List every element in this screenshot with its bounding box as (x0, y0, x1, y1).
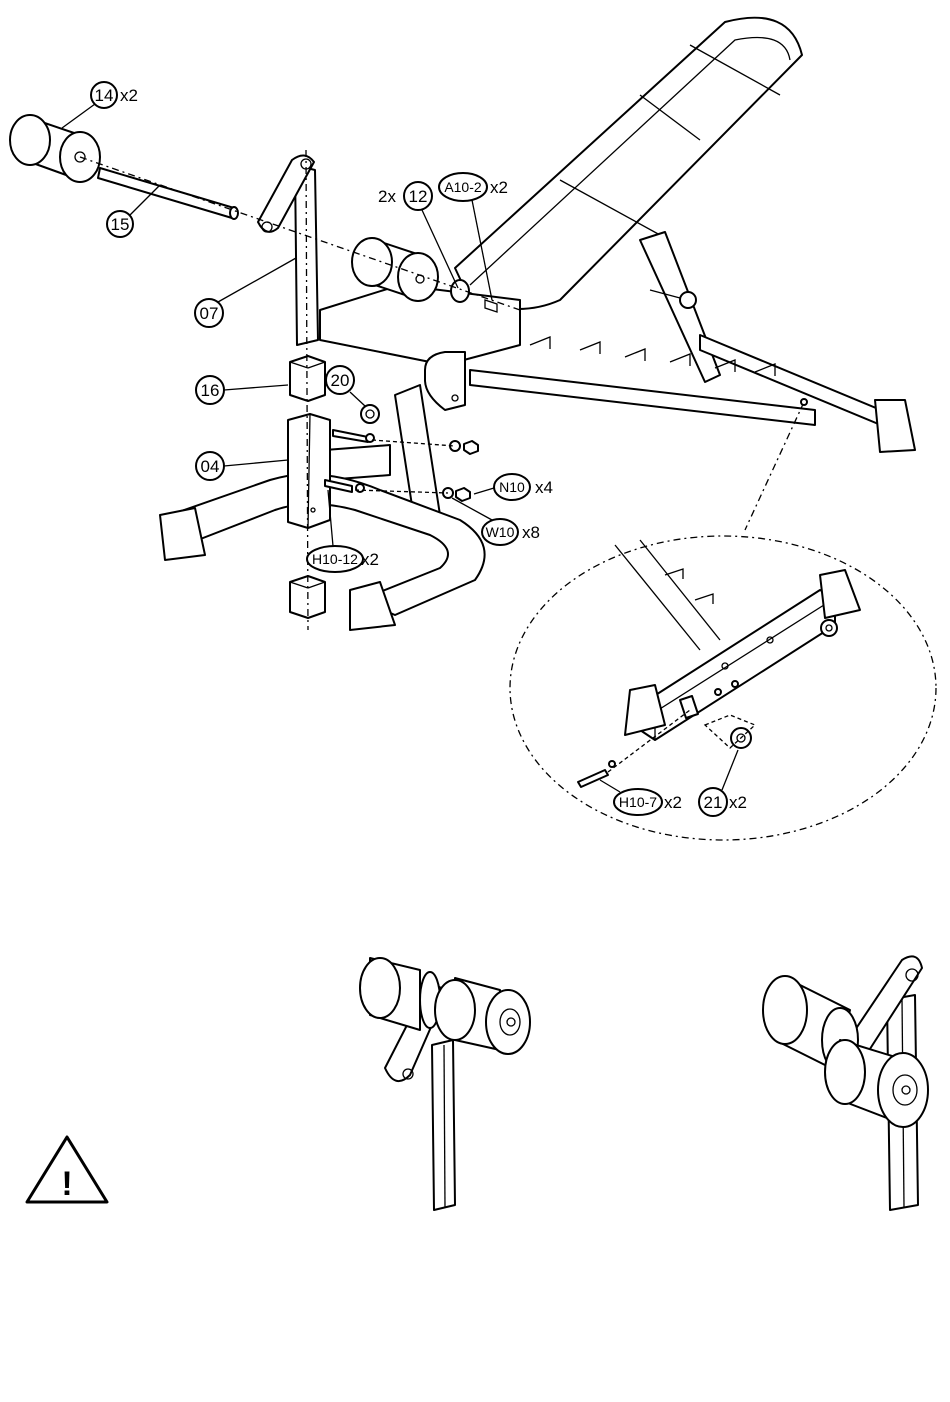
svg-text:2x: 2x (378, 187, 396, 206)
callout-n10: N10 x4 (474, 474, 553, 500)
part-07-leg-lever (258, 155, 318, 345)
callout-04: 04 (196, 452, 288, 480)
callout-h10-7: H10-7 x2 (600, 780, 682, 815)
callout-21: 21 x2 (699, 750, 747, 816)
lever-view-side (763, 956, 928, 1210)
svg-text:12: 12 (409, 187, 428, 206)
svg-text:x2: x2 (490, 178, 508, 197)
svg-text:x2: x2 (361, 550, 379, 569)
svg-text:16: 16 (201, 381, 220, 400)
svg-text:A10-2: A10-2 (444, 179, 482, 195)
callout-07: 07 (195, 258, 296, 327)
svg-text:H10-12: H10-12 (312, 551, 358, 567)
part-14-roller-pad (10, 115, 100, 182)
callout-16: 16 (196, 376, 288, 404)
part-04-tube (288, 414, 330, 528)
svg-text:x8: x8 (522, 523, 540, 542)
svg-text:07: 07 (200, 304, 219, 323)
svg-text:14: 14 (95, 86, 114, 105)
svg-text:H10-7: H10-7 (619, 794, 657, 810)
svg-text:20: 20 (331, 371, 350, 390)
svg-text:x2: x2 (729, 793, 747, 812)
callout-20: 20 (326, 366, 365, 406)
lever-view-front (360, 958, 530, 1210)
svg-text:21: 21 (704, 793, 723, 812)
warning-icon: ! (27, 1137, 107, 1203)
svg-text:W10: W10 (486, 524, 515, 540)
svg-text:N10: N10 (499, 479, 525, 495)
callout-15: 15 (107, 185, 160, 237)
svg-text:x4: x4 (535, 478, 553, 497)
svg-text:04: 04 (201, 457, 220, 476)
svg-text:x2: x2 (664, 793, 682, 812)
detail-callout (510, 399, 936, 840)
svg-text:!: ! (61, 1165, 72, 1203)
svg-text:x2: x2 (120, 86, 138, 105)
bench-backrest (455, 18, 802, 309)
svg-text:15: 15 (111, 215, 130, 234)
callout-14: 14 x2 (62, 82, 138, 128)
